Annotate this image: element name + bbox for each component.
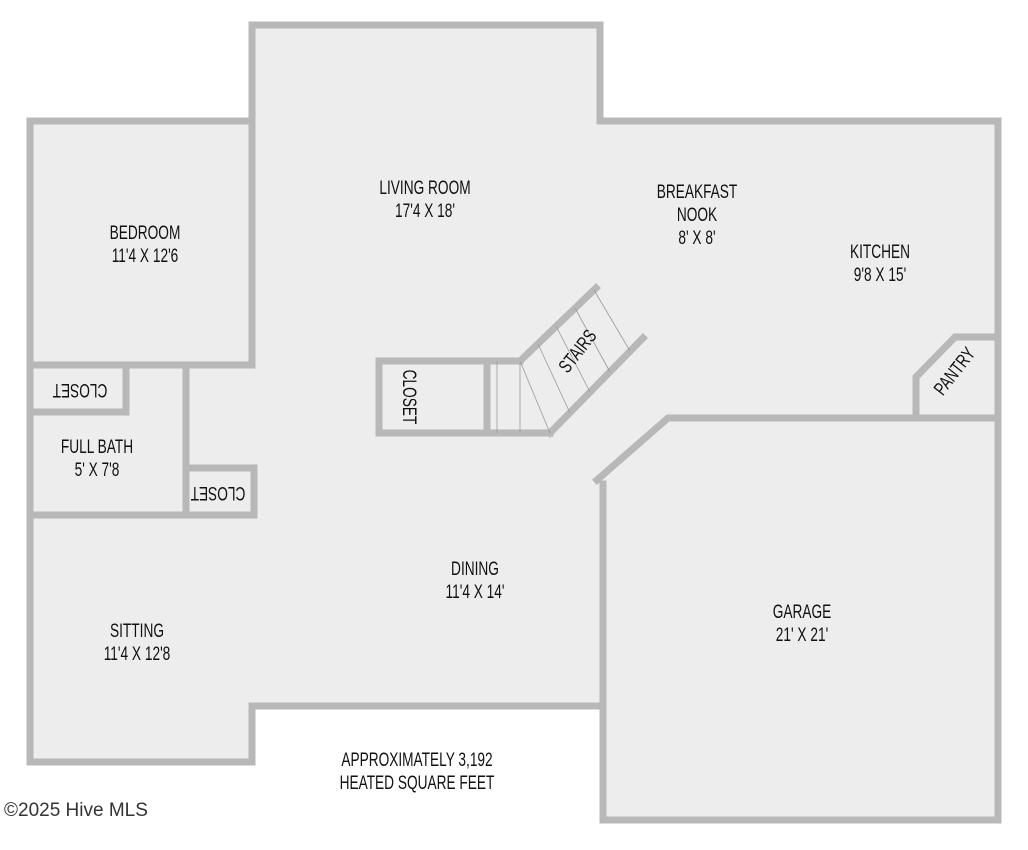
room-dims: 17'4 X 18' <box>394 201 455 222</box>
room-label-kitchen: KITCHEN 9'8 X 15' <box>826 241 934 287</box>
stair-tread <box>519 360 551 434</box>
closet-label-bath-side: CLOSET <box>190 482 246 503</box>
closet-bath-top-wall <box>26 361 130 416</box>
room-label-living-room: LIVING ROOM 17'4 X 18' <box>367 177 482 223</box>
room-label-breakfast-nook: BREAKFAST NOOK 8' X 8' <box>643 181 751 250</box>
room-label-garage: GARAGE 21' X 21' <box>748 601 856 647</box>
room-dims: 9'8 X 15' <box>853 265 907 286</box>
room-name: SITTING <box>110 621 164 642</box>
stair-tread <box>555 325 591 393</box>
room-name: BEDROOM <box>109 223 181 244</box>
room-dims: 11'4 X 14' <box>445 582 505 603</box>
room-name: KITCHEN <box>849 242 911 263</box>
room-dims: 5' X 7'8 <box>74 460 120 481</box>
garage-floor <box>600 418 998 820</box>
stairs-lower-wall <box>545 333 648 438</box>
room-name-line2: NOOK <box>676 205 718 226</box>
room-name: LIVING ROOM <box>379 178 471 199</box>
garage-angled-wall <box>592 414 1002 485</box>
room-dims: 11'4 X 12'8 <box>103 644 171 665</box>
area-note-line2: HEATED SQUARE FEET <box>339 773 495 794</box>
exterior-wall <box>26 21 1002 824</box>
stair-closet-wall <box>375 357 491 437</box>
area-note-line1: APPROXIMATELY 3,192 <box>341 750 493 771</box>
bath-south-wall <box>26 464 258 519</box>
room-dims: 11'4 X 12'6 <box>111 246 179 267</box>
stairs-upper-wall <box>515 283 601 366</box>
room-name: DINING <box>451 559 499 580</box>
bedroom-wall <box>26 117 256 369</box>
room-label-dining: DINING 11'4 X 14' <box>421 558 529 604</box>
stair-tread <box>593 289 631 352</box>
main-floor-area <box>30 25 998 762</box>
closet-label-bath-top: CLOSET <box>52 379 108 400</box>
copyright-watermark: ©2025 Hive MLS <box>4 800 148 821</box>
room-label-full-bath: FULL BATH 5' X 7'8 <box>49 436 145 482</box>
exterior-wall-southwest <box>26 117 607 766</box>
heated-area-note: APPROXIMATELY 3,192 HEATED SQUARE FEET <box>338 749 496 795</box>
room-label-bedroom: BEDROOM 11'4 X 12'6 <box>91 222 199 268</box>
room-label-sitting: SITTING 11'4 X 12'8 <box>83 620 191 666</box>
stair-tread <box>537 343 571 414</box>
room-dims: 21' X 21' <box>775 625 829 646</box>
room-dims: 8' X 8' <box>678 228 716 249</box>
closet-label-stairs: CLOSET <box>398 369 420 425</box>
pantry-wall <box>912 333 1002 422</box>
room-name-line1: BREAKFAST <box>656 182 738 203</box>
stair-tread <box>574 307 611 373</box>
room-name: GARAGE <box>772 602 832 623</box>
room-name: FULL BATH <box>60 437 134 458</box>
